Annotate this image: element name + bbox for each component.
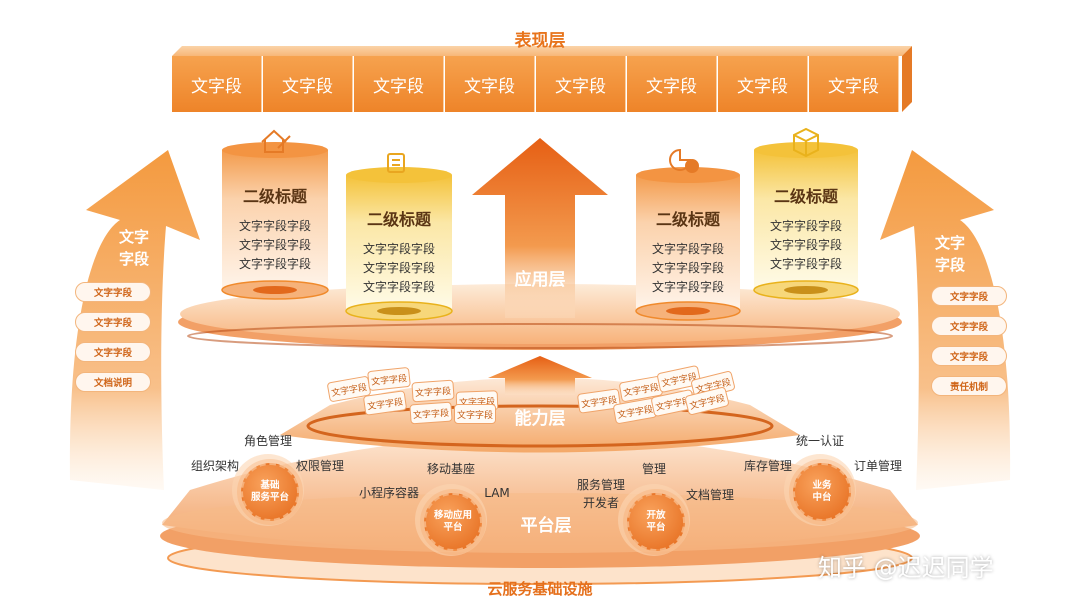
cylinder-title: 二级标题	[655, 210, 721, 229]
side-pill: 文字字段	[75, 282, 151, 302]
cylinder-3	[635, 167, 741, 321]
presentation-top-face	[172, 46, 912, 56]
platform-center-circle: 开放平台	[627, 493, 685, 551]
house-edit-icon	[261, 129, 291, 153]
platform-feature-label: 订单管理	[853, 459, 903, 473]
platform-feature-label: 文档管理	[685, 488, 735, 502]
cylinder-2	[345, 167, 453, 321]
platform-feature-label: 管理	[641, 462, 667, 476]
cylinder-text-line: 文字字段字段	[362, 280, 436, 294]
presentation-box: 文字段	[536, 56, 626, 112]
cylinder-text-line: 文字字段字段	[362, 261, 436, 275]
capability-chip: 文字字段	[409, 401, 453, 425]
side-pill: 文字字段	[75, 312, 151, 332]
presentation-box: 文字段	[263, 56, 353, 112]
cylinder-text-line: 文字字段字段	[651, 261, 725, 275]
platform-center-name: 基础服务平台	[251, 480, 289, 504]
presentation-box: 文字段	[354, 56, 444, 112]
cylinder-1	[221, 142, 329, 300]
cylinder-title: 二级标题	[366, 210, 432, 229]
right-side-heading-line: 文字	[934, 234, 966, 252]
document-icon	[387, 153, 405, 173]
pie-arrow-icon	[669, 148, 699, 173]
capability-arrow	[488, 356, 592, 395]
platform-feature-label: 移动基座	[426, 462, 476, 476]
platform-layer-label: 平台层	[520, 516, 572, 536]
platform-center-name-line: 服务平台	[250, 492, 289, 503]
presentation-layer-title: 表现层	[514, 31, 566, 51]
cylinder-text-line: 文字字段字段	[362, 242, 436, 256]
platform-center-name: 移动应用平台	[434, 510, 472, 534]
presentation-box: 文字段	[809, 56, 899, 112]
platform-feature-label: 服务管理	[576, 478, 626, 492]
presentation-side-face	[902, 46, 912, 112]
cylinder-text-line: 文字字段字段	[651, 242, 725, 256]
platform-feature-label: 角色管理	[243, 434, 293, 448]
platform-center-circle: 业务中台	[793, 463, 851, 521]
application-arrow	[472, 138, 608, 318]
cylinder-title: 二级标题	[242, 187, 308, 206]
side-pill: 责任机制	[931, 376, 1007, 396]
platform-feature-label: LAM	[484, 486, 510, 500]
cylinder-text-line: 文字字段字段	[238, 257, 312, 271]
infrastructure-label: 云服务基础设施	[487, 580, 593, 598]
capability-chip: 文字字段	[454, 404, 496, 424]
platform-feature-label: 统一认证	[795, 434, 845, 448]
side-pill: 文档说明	[75, 372, 151, 392]
platform-center-name-line: 业务	[812, 480, 832, 491]
application-layer-label: 应用层	[514, 270, 566, 290]
capability-chip: 文字字段	[411, 379, 455, 403]
platform-center-circle: 基础服务平台	[241, 463, 299, 521]
cylinder-title: 二级标题	[773, 187, 839, 206]
capability-layer-label: 能力层	[514, 409, 566, 429]
platform-center-circle: 移动应用平台	[424, 493, 482, 551]
presentation-box: 文字段	[718, 56, 808, 112]
cylinder-text-line: 文字字段字段	[238, 238, 312, 252]
left-side-heading-line: 字段	[118, 250, 150, 268]
platform-feature-label: 开发者	[582, 496, 620, 510]
box-icon	[793, 127, 819, 158]
side-pill: 文字字段	[75, 342, 151, 362]
platform-center-name-line: 基础	[260, 480, 280, 491]
presentation-box: 文字段	[627, 56, 717, 112]
platform-center-name-line: 中台	[812, 492, 832, 503]
side-pill: 文字字段	[931, 316, 1007, 336]
presentation-box: 文字段	[172, 56, 262, 112]
side-pill: 文字字段	[931, 346, 1007, 366]
watermark: 知乎 @迟迟同学	[818, 554, 994, 582]
cylinder-4	[753, 142, 859, 300]
platform-center-name-line: 移动应用	[433, 510, 472, 521]
platform-center-name-line: 开放	[646, 510, 666, 521]
platform-feature-label: 权限管理	[295, 459, 345, 473]
side-pill: 文字字段	[931, 286, 1007, 306]
platform-center-name: 业务中台	[812, 480, 831, 504]
platform-feature-label: 小程序容器	[358, 486, 420, 500]
platform-feature-label: 库存管理	[743, 459, 793, 473]
presentation-box: 文字段	[445, 56, 535, 112]
cylinder-text-line: 文字字段字段	[651, 280, 725, 294]
left-side-heading: 文字 字段	[119, 226, 149, 270]
platform-center-name: 开放平台	[646, 510, 665, 534]
right-side-heading: 文字 字段	[935, 232, 965, 276]
cylinder-text-line: 文字字段字段	[769, 238, 843, 252]
cylinder-text-line: 文字字段字段	[238, 219, 312, 233]
right-side-heading-line: 字段	[934, 256, 966, 274]
platform-center-name-line: 平台	[443, 522, 463, 533]
cylinder-text-line: 文字字段字段	[769, 219, 843, 233]
platform-feature-label: 组织架构	[190, 459, 240, 473]
platform-center-name-line: 平台	[646, 522, 666, 533]
left-side-heading-line: 文字	[118, 228, 150, 246]
cylinder-text-line: 文字字段字段	[769, 257, 843, 271]
capability-disk-rim	[306, 404, 774, 448]
